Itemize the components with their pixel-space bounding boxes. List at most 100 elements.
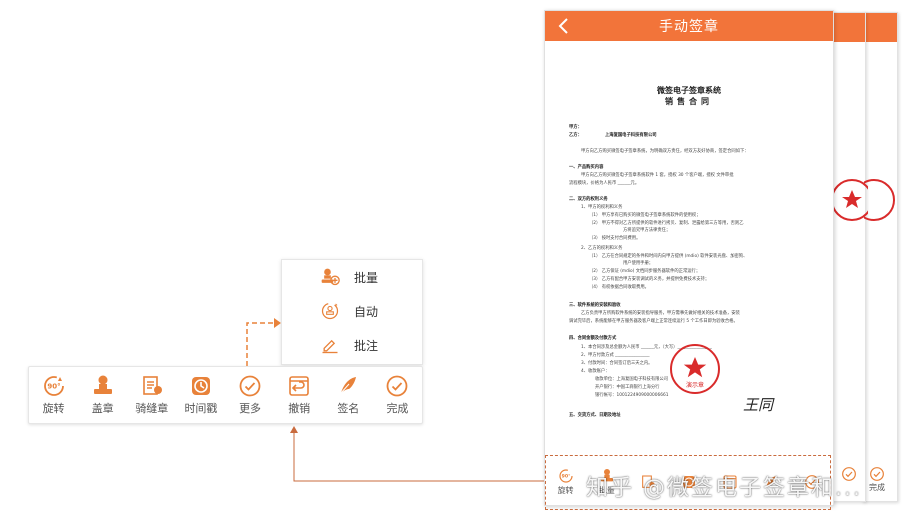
phone-screen: 手动签章 微签电子签章系统 销售合同 甲方： 乙方： 上海复国电子科技有限公司 … <box>544 10 834 506</box>
tool-label: 时间戳 <box>184 402 218 415</box>
doc-line: 银行帐号：1001224909000006661 <box>595 393 669 398</box>
timestamp-icon <box>191 377 210 395</box>
annotate-icon <box>322 339 338 354</box>
doc-line: （2） 甲方不得对乙方所提供的软件进行拷贝、复制、泄露给第三方等用，否则乙 <box>589 221 744 226</box>
more-popup-menu: 批量 自动 批注 <box>281 259 423 365</box>
doc-section-title: 二、双方的权利义务 <box>569 197 608 202</box>
signature-pen-icon <box>340 377 357 394</box>
doc-line: 3、付款时间：合同签订后三天之内。 <box>581 361 653 366</box>
tool-label: 旋转 <box>42 402 65 415</box>
stamp-icon <box>600 469 613 482</box>
rotate-badge: 90° <box>47 383 60 391</box>
doc-party-a: 甲方： <box>569 125 582 130</box>
tool-label: 完成 <box>386 402 409 415</box>
back-page-1 <box>830 12 866 502</box>
tool-label: 签名 <box>337 402 360 415</box>
auto-stamp-icon <box>321 302 339 320</box>
doc-line: 2、甲方付款方式 ________________ <box>581 353 650 358</box>
back-page-done: 完成 <box>866 466 888 493</box>
seam-stamp-button[interactable]: 骑缝章 <box>129 369 175 421</box>
doc-section-title: 一、产品购买内容 <box>569 165 604 170</box>
rotate-90-icon: 90° <box>558 469 573 483</box>
doc-section-title: 三、软件系统的安装和验收 <box>569 303 621 308</box>
undo-icon <box>723 474 737 489</box>
doc-line: 2、乙方的权利和义务 <box>581 246 623 251</box>
seam-stamp-mark <box>832 179 868 221</box>
back-page-done-label: 完成 <box>869 483 885 492</box>
tool-label: 撤销 <box>288 402 311 415</box>
contract-document: 微签电子签章系统 销售合同 甲方： 乙方： 上海复国电子科技有限公司 甲方向乙方… <box>545 41 833 451</box>
doc-system-title: 微签电子签章系统 <box>657 86 721 95</box>
timestamp-button[interactable]: 时间戳 <box>178 369 224 421</box>
phone-toolbar: 90° 旋转 批量 <box>545 459 833 505</box>
popup-item-label: 批注 <box>354 338 379 353</box>
rotate-90-icon: 90° <box>43 376 64 396</box>
doc-line: （4） 有权依据合同收取费用。 <box>589 285 649 290</box>
phone-seam-stamp-button[interactable] <box>631 474 665 491</box>
phone-undo-button[interactable] <box>713 474 747 491</box>
undo-button[interactable]: 撤销 <box>276 369 322 421</box>
enlarged-toolbar: 90° 旋转 盖章 骑缝章 时间戳 更多 <box>28 366 423 424</box>
doc-line: 乙方负责甲方所购软件系统的安装指导服务，甲方需事先做好相关的技术准备，安装 <box>581 311 740 316</box>
seam-stamp-icon <box>143 376 162 395</box>
handwritten-signature: 王同 <box>743 396 775 414</box>
done-check-icon <box>805 474 820 489</box>
phone-stamp-button[interactable]: 批量 <box>590 468 624 496</box>
page-title: 手动签章 <box>659 19 719 35</box>
doc-line: 调试完毕后，系统能够在甲方服务器及客户端上正常连续运行 5 个工作日即为验收合格… <box>569 319 738 324</box>
undo-icon <box>289 376 309 396</box>
popup-item-label: 自动 <box>354 304 379 319</box>
tool-label: 盖章 <box>91 402 114 415</box>
doc-intro: 甲方向乙方购买微签电子签章系统，为明确双方责任，经双方友好协商，签定合同如下： <box>581 149 749 154</box>
doc-line: 1、甲方的权利和义务 <box>581 205 623 210</box>
doc-line: （3） 乙方有配合甲方安装调试的义务，并提供免费技术支持； <box>589 277 710 282</box>
doc-line: （3） 按时支付合同费用。 <box>589 236 641 241</box>
doc-line: 收款单位：上海复国电子科技有限公司 <box>595 377 669 382</box>
rotate-badge: 90° <box>561 474 570 480</box>
done-check-icon <box>870 467 884 481</box>
done-check-icon <box>842 467 856 481</box>
doc-line: 流程模块，价格为人民币 ______元。 <box>569 181 640 186</box>
tool-label: 骑缝章 <box>135 402 169 415</box>
doc-line: 1、本合同涉及总金额为人民币 ______元，（大写）_____________… <box>581 345 712 350</box>
stamp-icon <box>93 375 112 394</box>
doc-section-title: 五、交货方式、日期及地址 <box>569 413 621 418</box>
back-chevron-icon[interactable] <box>555 17 573 35</box>
tool-label: 批量 <box>598 486 615 495</box>
tool-label: 更多 <box>239 402 262 415</box>
more-button[interactable]: 更多 <box>227 369 273 421</box>
seam-stamp-icon <box>641 474 655 488</box>
doc-line: 用户使用手册； <box>623 261 654 266</box>
popup-item-batch[interactable]: 批量 <box>282 260 422 294</box>
doc-section-title: 四、合同金额及付款方式 <box>569 336 617 341</box>
done-check-icon <box>387 375 408 397</box>
tool-label: 旋转 <box>557 486 574 495</box>
more-check-icon <box>239 375 261 397</box>
back-page-done <box>838 466 860 482</box>
doc-line: （1） 甲方享有已购买的微签电子签章系统软件的使用权； <box>589 213 701 218</box>
phone-rotate-button[interactable]: 90° 旋转 <box>549 468 583 496</box>
doc-contract-title: 销售合同 <box>665 97 713 106</box>
phone-done-button[interactable] <box>795 474 829 491</box>
doc-line: 方将追究甲方法律责任； <box>623 228 671 233</box>
phone-signature-button[interactable] <box>754 474 788 491</box>
popup-item-label: 批量 <box>354 270 379 285</box>
popup-item-annotate[interactable]: 批注 <box>282 328 422 362</box>
doc-line: （2） 乙方保证 (mdio) 文档同步服务器软件的正常运行； <box>589 269 701 274</box>
rotate-button[interactable]: 90° 旋转 <box>31 369 77 421</box>
phone-timestamp-button[interactable] <box>672 474 706 491</box>
doc-line: 4、收款账户： <box>581 369 610 374</box>
batch-stamp-icon <box>321 268 340 286</box>
doc-party-b-label: 乙方： <box>569 133 582 138</box>
doc-party-b-name: 上海复国电子科技有限公司 <box>605 133 657 138</box>
company-seal-stamp: 演示章 <box>670 344 720 394</box>
popup-item-auto[interactable]: 自动 <box>282 294 422 328</box>
stamp-text: 演示章 <box>686 381 704 389</box>
signature-text: 王同 <box>743 396 775 414</box>
timestamp-icon <box>682 475 695 488</box>
signature-button[interactable]: 签名 <box>325 369 371 421</box>
stamp-button[interactable]: 盖章 <box>80 369 126 421</box>
done-button[interactable]: 完成 <box>374 369 420 421</box>
back-page-2 <box>862 12 898 502</box>
phone-header: 手动签章 <box>545 11 833 41</box>
